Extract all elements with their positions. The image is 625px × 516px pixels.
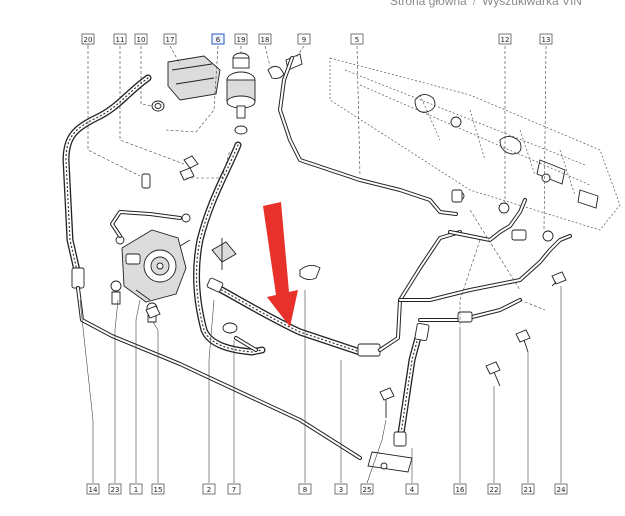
callout-7[interactable]: 7 <box>227 483 241 495</box>
callout-8[interactable]: 8 <box>298 483 312 495</box>
callout-5[interactable]: 5 <box>350 33 364 45</box>
right-pipes <box>367 198 572 473</box>
callout-1[interactable]: 1 <box>129 483 143 495</box>
callout-3[interactable]: 3 <box>334 483 348 495</box>
callout-25[interactable]: 25 <box>360 483 374 495</box>
rack-feed-pipe-5 <box>278 56 465 216</box>
bolts <box>145 271 567 418</box>
svg-text:1: 1 <box>134 486 138 494</box>
svg-text:20: 20 <box>84 36 93 44</box>
svg-text:11: 11 <box>116 36 125 44</box>
callout-16[interactable]: 16 <box>453 483 467 495</box>
steering-rack <box>329 57 621 231</box>
svg-text:12: 12 <box>501 36 510 44</box>
pressure-hose-3 <box>206 230 462 357</box>
callout-11[interactable]: 11 <box>113 33 127 45</box>
svg-text:9: 9 <box>302 36 306 44</box>
leader-lines <box>87 45 547 330</box>
callouts-top: 20 11 10 17 6 19 18 9 <box>81 33 553 46</box>
svg-text:16: 16 <box>456 486 465 494</box>
bottom-leaders <box>79 286 562 484</box>
svg-text:21: 21 <box>524 486 533 494</box>
svg-text:5: 5 <box>355 36 359 44</box>
callout-18[interactable]: 18 <box>258 33 272 45</box>
svg-text:4: 4 <box>410 486 415 494</box>
callout-20[interactable]: 20 <box>81 33 95 46</box>
reservoir-group <box>151 52 303 135</box>
callouts-bottom: 14 23 1 15 2 7 8 3 <box>86 483 568 495</box>
pump-pipe-11 <box>110 155 199 238</box>
callout-24[interactable]: 24 <box>554 483 568 495</box>
svg-text:18: 18 <box>261 36 270 44</box>
callout-13[interactable]: 13 <box>539 33 553 45</box>
red-arrow <box>263 202 298 327</box>
callout-15[interactable]: 15 <box>151 483 165 495</box>
steering-pump <box>110 229 191 323</box>
svg-text:13: 13 <box>542 36 551 44</box>
breadcrumb-home-link[interactable]: Strona główna <box>390 0 467 8</box>
callout-2[interactable]: 2 <box>202 483 216 495</box>
breadcrumb-separator: / <box>472 0 477 8</box>
svg-text:25: 25 <box>363 486 372 494</box>
svg-text:3: 3 <box>339 486 343 494</box>
svg-text:24: 24 <box>557 486 566 494</box>
svg-text:19: 19 <box>237 36 246 44</box>
breadcrumb-current: Wyszukiwarka VIN <box>482 0 582 8</box>
callout-9[interactable]: 9 <box>297 33 311 45</box>
callout-22[interactable]: 22 <box>487 483 501 495</box>
callout-19[interactable]: 19 <box>234 33 248 45</box>
callout-21[interactable]: 21 <box>521 483 535 495</box>
callout-10[interactable]: 10 <box>134 33 148 45</box>
breadcrumb: Strona główna / Wyszukiwarka VIN <box>390 0 582 8</box>
svg-text:14: 14 <box>89 486 98 494</box>
callout-12[interactable]: 12 <box>498 33 512 45</box>
svg-text:8: 8 <box>303 486 307 494</box>
callout-17[interactable]: 17 <box>163 33 177 45</box>
svg-text:2: 2 <box>207 486 211 494</box>
svg-text:22: 22 <box>490 486 499 494</box>
svg-text:15: 15 <box>154 486 163 494</box>
callout-23[interactable]: 23 <box>108 483 122 495</box>
svg-text:10: 10 <box>137 36 146 44</box>
svg-text:6: 6 <box>216 36 221 44</box>
svg-text:23: 23 <box>111 486 120 494</box>
callout-14[interactable]: 14 <box>86 483 100 495</box>
callout-6[interactable]: 6 <box>211 33 225 45</box>
svg-text:17: 17 <box>166 36 175 44</box>
svg-text:7: 7 <box>232 486 236 494</box>
callout-4[interactable]: 4 <box>405 483 419 495</box>
supply-hose-2 <box>193 141 266 356</box>
